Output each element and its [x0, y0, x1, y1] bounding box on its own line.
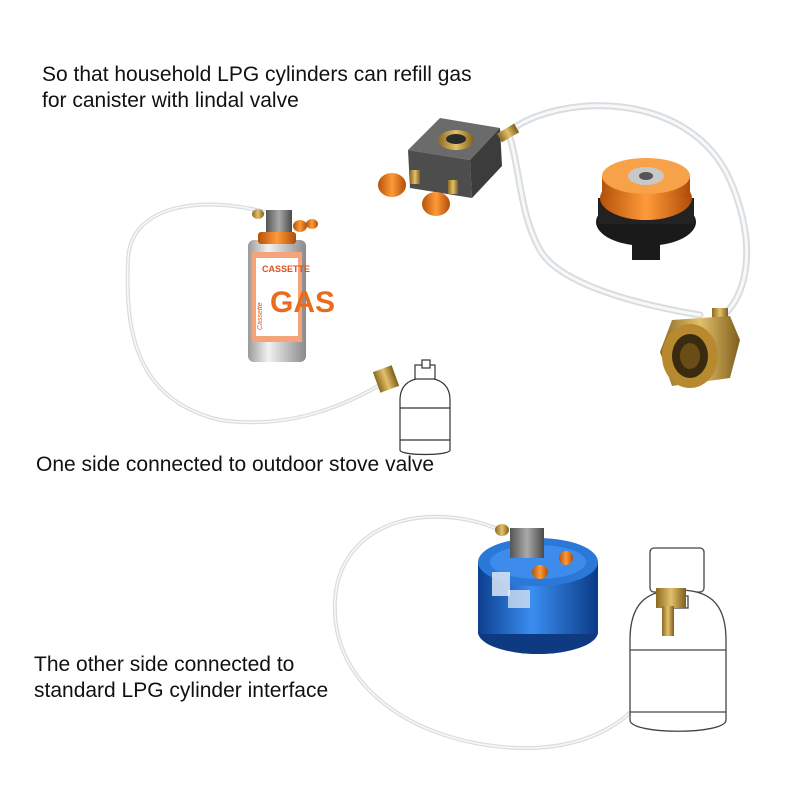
- cassette-gas-canister-icon: CASSETTE GAS Cassette: [248, 209, 335, 362]
- caption-bottom-line-1: The other side connected to: [34, 653, 295, 676]
- brass-lpg-connector-icon: [660, 308, 740, 388]
- caption-middle-line-1: One side connected to outdoor stove valv…: [36, 453, 435, 476]
- caption-bottom-line-2: standard LPG cylinder interface: [34, 679, 329, 702]
- cassette-refill-assembly: CASSETTE GAS Cassette: [125, 202, 451, 456]
- brass-lpg-fitting-bottom-icon: [656, 588, 686, 636]
- can-label-side: Cassette: [257, 302, 264, 330]
- refill-adapter-assembly: [378, 102, 751, 388]
- caption-bottom: The other side connected to standard LPG…: [34, 652, 328, 704]
- can-label-brand: CASSETTE: [262, 264, 310, 274]
- can-label-big: GAS: [270, 286, 335, 319]
- caption-top: So that household LPG cylinders can refi…: [42, 62, 472, 114]
- caption-middle: One side connected to outdoor stove valv…: [36, 452, 434, 478]
- blue-canister-assembly: [332, 514, 727, 751]
- lpg-cylinder-outline-icon: [399, 359, 451, 456]
- caption-top-line-1: So that household LPG cylinders can refi…: [42, 63, 472, 86]
- valve-block-icon: [378, 118, 520, 216]
- stove-adapter-icon: [596, 158, 696, 260]
- caption-top-line-2: for canister with lindal valve: [42, 89, 299, 112]
- lpg-cylinder-large-outline-icon: [629, 547, 727, 732]
- brass-fitting-middle: [372, 365, 400, 393]
- blue-gas-canister-icon: [478, 524, 598, 654]
